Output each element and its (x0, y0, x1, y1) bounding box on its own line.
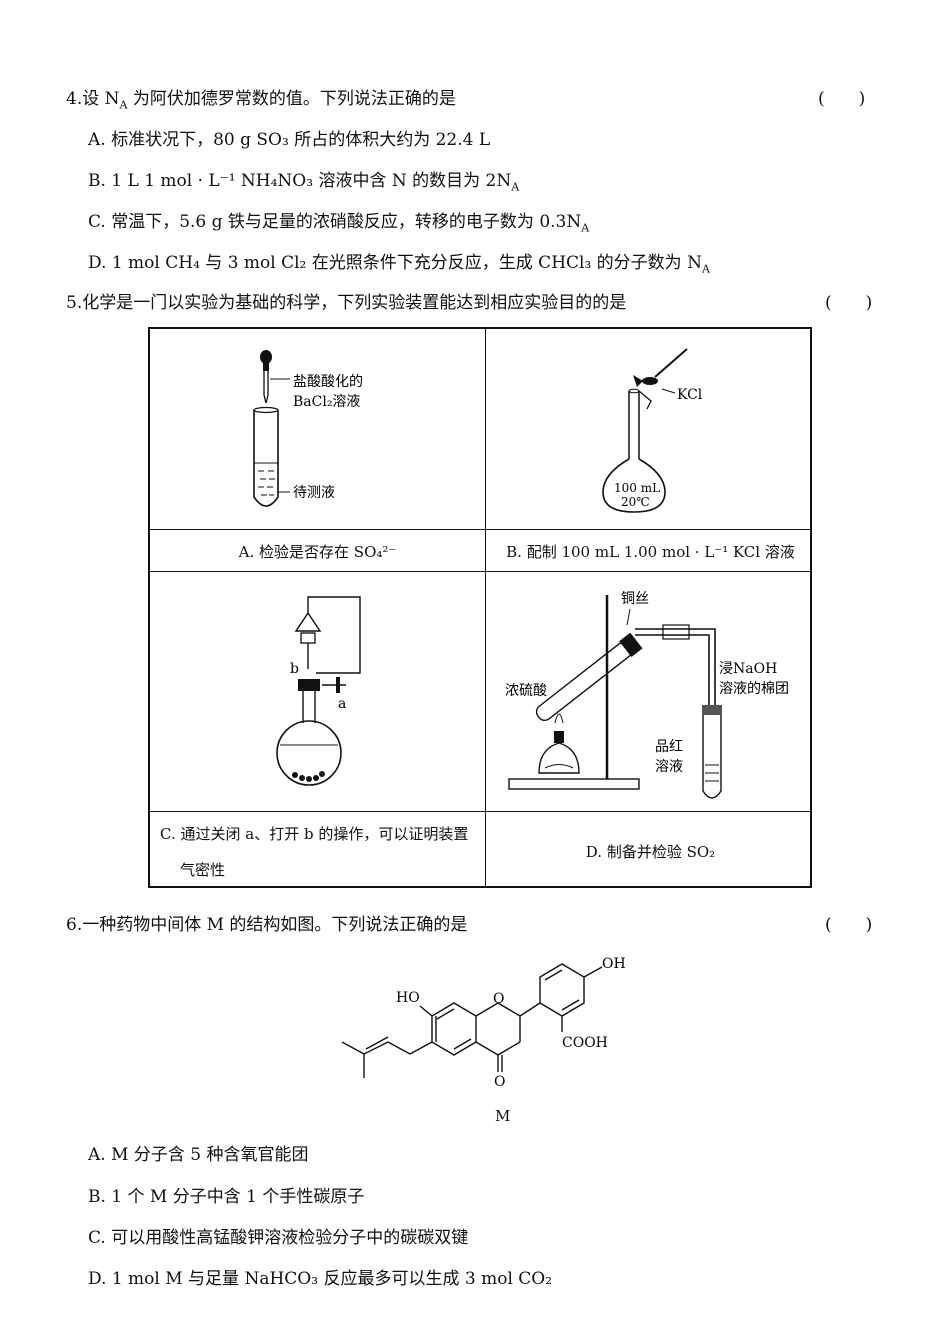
experiment-grid: 盐酸酸化的 BaCl₂溶液 待测液 KCl 100 mL 20℃ A. 检验是否… (148, 327, 812, 888)
q4-option-a: A. 标准状况下，80 g SO₃ 所占的体积大约为 22.4 L (88, 130, 491, 150)
q6-answer-paren: ( ) (825, 915, 873, 935)
label-naoh-cotton-2: 溶液的棉团 (719, 680, 789, 697)
label-hcl-acidified: 盐酸酸化的 (293, 374, 363, 390)
q6-option-b: B. 1 个 M 分子中含 1 个手性碳原子 (88, 1187, 365, 1207)
grid-divider-1 (150, 529, 810, 530)
apparatus-d-so2-prep: 浓硫酸 铜丝 浸NaOH 溶液的棉团 品红 溶液 (505, 591, 789, 799)
label-oh-para: OH (602, 956, 626, 972)
caption-b: B. 配制 100 mL 1.00 mol · L⁻¹ KCl 溶液 (506, 543, 795, 561)
grid-divider-vertical (485, 329, 486, 886)
apparatus-a-test-tube: 盐酸酸化的 BaCl₂溶液 待测液 (253, 350, 363, 507)
label-magenta-2: 溶液 (655, 759, 683, 775)
molecule-m-structure: OH HO O COOH O (341, 956, 626, 1090)
grid-divider-3 (150, 811, 810, 812)
caption-c-line1: C. 通过关闭 a、打开 b 的操作，可以证明装置 (160, 825, 469, 843)
apparatus-c-airtightness: b a (276, 596, 361, 786)
q6-stem: 6.一种药物中间体 M 的结构如图。下列说法正确的是 (66, 915, 468, 935)
caption-c-line2: 气密性 (180, 861, 226, 879)
label-bacl2-solution: BaCl₂溶液 (293, 394, 360, 410)
q5-answer-paren: ( ) (825, 293, 873, 313)
label-flask-volume: 100 mL (614, 481, 660, 495)
label-test-liquid: 待测液 (293, 485, 335, 501)
q4-stem: 4.设 NA 为阿伏加德罗常数的值。下列说法正确的是 (66, 89, 456, 112)
q4-answer-paren: ( ) (818, 89, 866, 109)
caption-a: A. 检验是否存在 SO₄²⁻ (238, 543, 397, 561)
label-ketone-oxygen: O (494, 1074, 505, 1090)
label-clip-a: a (338, 696, 346, 712)
caption-d: D. 制备并检验 SO₂ (585, 843, 716, 861)
q4-option-b: B. 1 L 1 mol · L⁻¹ NH₄NO₃ 溶液中含 N 的数目为 2N… (88, 171, 520, 194)
label-ho-phenol: HO (396, 990, 420, 1006)
q6-option-c: C. 可以用酸性高锰酸钾溶液检验分子中的碳碳双键 (88, 1228, 469, 1248)
apparatus-b-volumetric-flask: KCl 100 mL 20℃ (602, 348, 703, 513)
label-carboxyl: COOH (562, 1035, 608, 1051)
grid-divider-2 (150, 571, 810, 572)
label-magenta-1: 品红 (655, 739, 683, 755)
label-flask-temp: 20℃ (621, 495, 650, 509)
q4-option-c: C. 常温下，5.6 g 铁与足量的浓硝酸反应，转移的电子数为 0.3NA (88, 212, 590, 235)
label-conc-h2so4: 浓硫酸 (505, 683, 547, 699)
label-naoh-cotton-1: 浸NaOH (719, 661, 777, 677)
label-valve-b: b (290, 661, 299, 677)
label-ring-oxygen: O (493, 991, 504, 1007)
q4-option-d: D. 1 mol CH₄ 与 3 mol Cl₂ 在光照条件下充分反应，生成 C… (88, 253, 710, 276)
label-kcl: KCl (677, 387, 703, 403)
q6-option-a: A. M 分子含 5 种含氧官能团 (88, 1145, 309, 1165)
molecule-name: M (495, 1107, 511, 1125)
label-copper-wire: 铜丝 (621, 591, 649, 607)
q6-option-d: D. 1 mol M 与足量 NaHCO₃ 反应最多可以生成 3 mol CO₂ (88, 1269, 553, 1289)
q5-stem: 5.化学是一门以实验为基础的科学，下列实验装置能达到相应实验目的的是 (66, 293, 627, 313)
